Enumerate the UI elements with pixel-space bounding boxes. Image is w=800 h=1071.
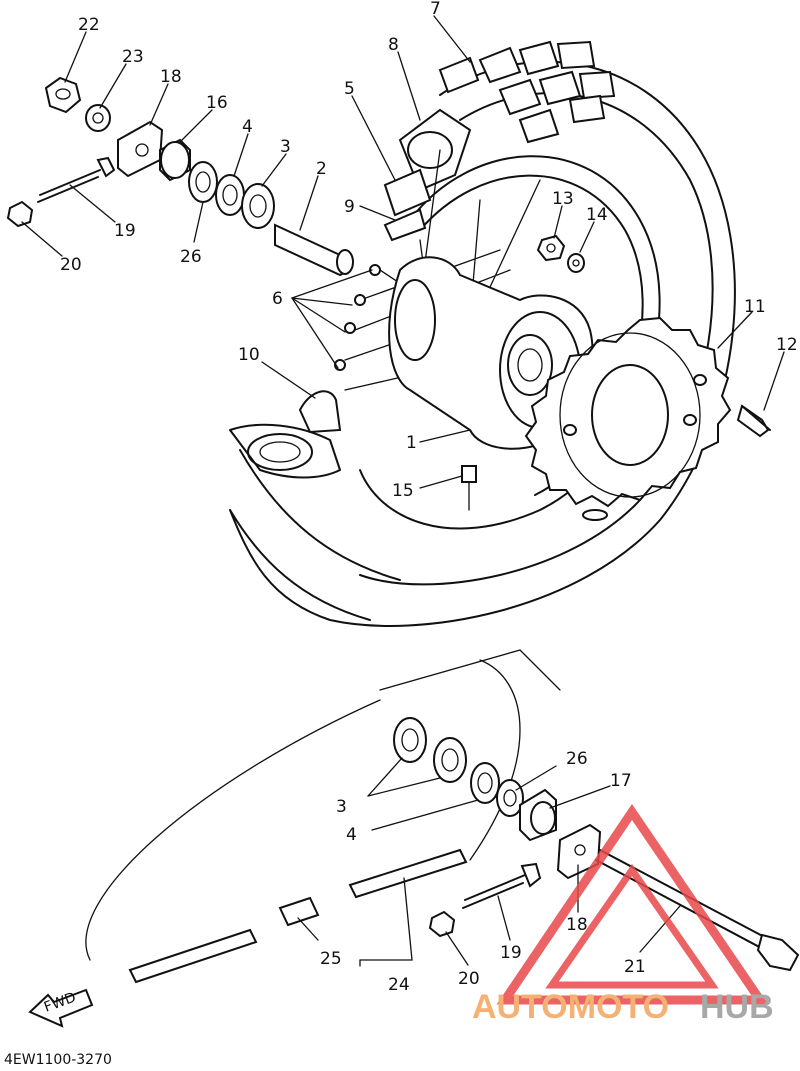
watermark-text-hub: HUB: [700, 988, 774, 1026]
label-8: 8: [388, 35, 399, 55]
bearing-4: [215, 174, 245, 216]
collar-16: [159, 138, 191, 182]
label-18: 18: [160, 67, 182, 87]
lower-bearing-3a: [393, 717, 427, 763]
adjust-bolt-19: [37, 156, 116, 203]
lower-bearing-4: [470, 762, 500, 804]
label-9: 9: [344, 197, 355, 217]
label-10: 10: [238, 345, 260, 365]
label-23: 23: [122, 47, 144, 67]
lower-collar-17: [519, 788, 557, 842]
spacer-2: [274, 223, 354, 277]
collar-nut: [44, 76, 82, 114]
label-12: 12: [776, 335, 798, 355]
label-22: 22: [78, 15, 100, 35]
spoke-nipples: [334, 264, 381, 371]
lower-outline: [85, 649, 561, 961]
label-14: 14: [586, 205, 608, 225]
tire-tread: [438, 40, 616, 144]
chain-joint-25: [278, 896, 320, 927]
sprocket-washer: [567, 253, 585, 273]
part-labels: 22 23 18 16 4 3 2 26 19 20 7 8 5 9 6 10 …: [4, 0, 798, 1068]
label-19-lower: 19: [500, 943, 522, 963]
label-26-lower: 26: [566, 749, 588, 769]
label-13: 13: [552, 189, 574, 209]
oil-seal-26: [188, 161, 218, 203]
watermark: AUTOMOTO HUB: [472, 803, 774, 1026]
lower-bearing-3b: [433, 737, 467, 783]
label-5: 5: [344, 79, 355, 99]
fwd-arrow: FWD: [28, 988, 94, 1028]
lower-nut-20: [428, 910, 456, 938]
rim-lock: [383, 108, 472, 217]
rear-sprocket: [524, 316, 732, 521]
label-19: 19: [114, 221, 136, 241]
label-4-lower: 4: [346, 825, 357, 845]
label-18-lower: 18: [566, 915, 588, 935]
diagram-code: 4EW1100-3270: [4, 1052, 112, 1068]
label-3-lower: 3: [336, 797, 347, 817]
valve-cap: [461, 465, 477, 511]
label-17: 17: [610, 771, 632, 791]
label-26: 26: [180, 247, 202, 267]
sprocket-bolt: [736, 404, 771, 438]
nut-20: [6, 200, 34, 228]
label-7: 7: [430, 0, 441, 19]
label-24: 24: [388, 975, 410, 995]
label-16: 16: [206, 93, 228, 113]
label-3: 3: [280, 137, 291, 157]
label-11: 11: [744, 297, 766, 317]
label-15: 15: [392, 481, 414, 501]
rim-flap: [298, 390, 342, 434]
lower-bolt-19: [462, 862, 542, 909]
adjuster-plate: [117, 120, 164, 178]
watermark-text-automoto: AUTOMOTO: [472, 988, 669, 1026]
leader-lines: [21, 15, 785, 967]
watermark-logo-icon: [496, 803, 769, 1005]
label-21: 21: [624, 957, 646, 977]
label-20-lower: 20: [458, 969, 480, 989]
label-2: 2: [316, 159, 327, 179]
label-6: 6: [272, 289, 283, 309]
rim-band: [383, 208, 427, 242]
label-25: 25: [320, 949, 342, 969]
sprocket-nut: [536, 234, 566, 262]
label-1: 1: [406, 433, 417, 453]
label-20: 20: [60, 255, 82, 275]
washer-23: [85, 104, 111, 132]
bearing-3: [241, 183, 275, 229]
chain-24: [128, 848, 468, 984]
label-4: 4: [242, 117, 253, 137]
